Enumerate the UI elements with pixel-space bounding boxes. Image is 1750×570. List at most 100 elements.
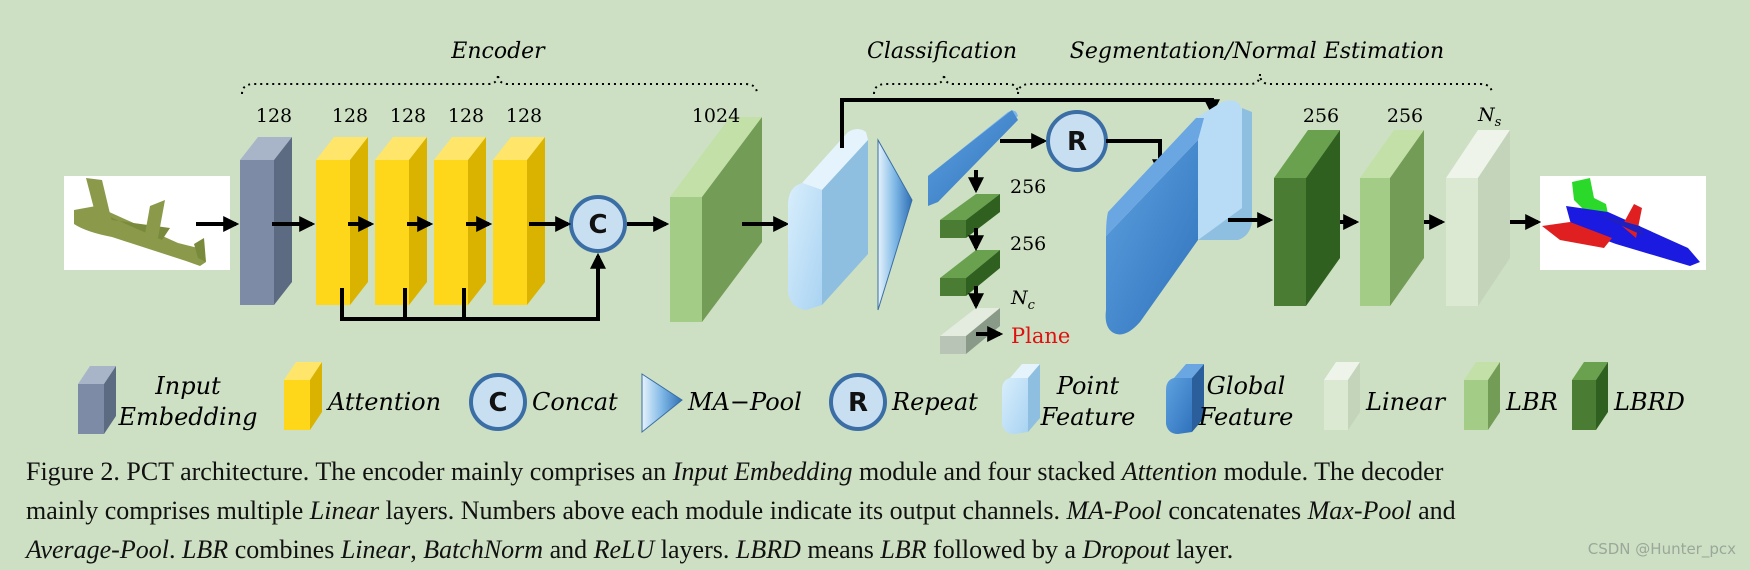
input-embedding-block <box>240 137 292 305</box>
segmentation-output-channels: Ns <box>1477 104 1502 130</box>
legend-lbrd-swatch <box>1572 362 1608 430</box>
caption-text: layers. <box>654 535 736 564</box>
caption-line-3: Average-Pool. LBR combines Linear, Batch… <box>26 530 1746 569</box>
classification-lbrd-block-2 <box>940 250 1000 296</box>
segmentation-brace <box>1017 73 1493 95</box>
legend-concat-symbol: C <box>488 388 507 418</box>
legend-attention-swatch <box>284 362 322 430</box>
concat-node: C <box>569 195 627 253</box>
caption-term: Linear <box>340 535 411 564</box>
legend-global-feature-label-2: Feature <box>1198 403 1294 431</box>
encoder-title: Encoder <box>450 39 546 64</box>
caption-term: Average-Pool <box>26 535 169 564</box>
classification-lbrd-1-channels: 256 <box>1010 176 1046 198</box>
classification-linear-block <box>940 308 1000 354</box>
repeat-symbol: R <box>1067 127 1087 157</box>
skip-arrow-to-segmentation <box>840 98 1220 148</box>
caption-text: . <box>168 535 182 564</box>
legend-ma-pool-label: MA−Pool <box>687 388 802 416</box>
caption-text: layers. Numbers above each module indica… <box>379 496 1067 525</box>
legend-lbr-label: LBR <box>1505 388 1558 416</box>
encoder-brace <box>241 73 758 95</box>
legend-linear-swatch <box>1324 362 1360 430</box>
caption-text: and <box>1411 496 1456 525</box>
legend-ma-pool-swatch <box>641 373 683 434</box>
encoder-lbr-channels: 1024 <box>692 105 740 127</box>
caption-text: followed by a <box>926 535 1083 564</box>
segmentation-linear-block <box>1446 130 1510 306</box>
output-segmented-airplane-image <box>1540 176 1706 270</box>
legend-concat-label: Concat <box>532 388 618 416</box>
legend-input-embedding-label-1: Input <box>154 372 221 400</box>
global-feature-block <box>928 110 1018 206</box>
segmentation-feature-block <box>1105 100 1252 335</box>
legend-global-feature-swatch <box>1166 364 1204 434</box>
caption-term: Input Embedding <box>672 457 853 486</box>
legend-repeat-label: Repeat <box>891 388 978 416</box>
caption-text: and <box>543 535 594 564</box>
legend-lbr-swatch <box>1464 362 1500 430</box>
caption-text: mainly comprises multiple <box>26 496 310 525</box>
attention-3-channels: 128 <box>448 105 484 127</box>
classification-title: Classification <box>867 39 1017 64</box>
attention-2-channels: 128 <box>390 105 426 127</box>
caption-text: module and four stacked <box>852 457 1122 486</box>
caption-text: means <box>800 535 881 564</box>
legend-attention-label: Attention <box>326 388 441 416</box>
classification-arrows <box>968 170 1004 342</box>
legend-concat-swatch: C <box>469 373 527 431</box>
legend-global-feature-label-1: Global <box>1207 372 1286 400</box>
caption-term: LBRD <box>735 535 801 564</box>
caption-term: LBR <box>181 535 229 564</box>
legend-lbrd-label: LBRD <box>1613 388 1685 416</box>
attention-block-2 <box>375 137 427 305</box>
caption-text: , <box>410 535 424 564</box>
plane-label: Plane <box>1011 324 1070 348</box>
legend-input-embedding-swatch <box>78 366 116 434</box>
legend-linear-label: Linear <box>1365 388 1447 416</box>
segmentation-lbr-channels: 256 <box>1387 105 1423 127</box>
concat-symbol: C <box>588 210 607 240</box>
classification-brace <box>873 73 1019 95</box>
attention-4-channels: 128 <box>506 105 542 127</box>
attention-1-channels: 128 <box>332 105 368 127</box>
attention-block-4 <box>493 137 545 305</box>
segmentation-lbrd-block <box>1274 130 1340 306</box>
caption-text: layer. <box>1169 535 1234 564</box>
attention-block-3 <box>434 137 486 305</box>
legend-repeat-symbol: R <box>848 388 868 418</box>
caption-term: Linear <box>309 496 380 525</box>
legend-repeat-swatch: R <box>829 373 887 431</box>
point-feature-block <box>788 129 868 310</box>
legend-point-feature-label-1: Point <box>1056 372 1120 400</box>
attention-block-1 <box>316 137 368 305</box>
caption-line-1: Figure 2. PCT architecture. The encoder … <box>26 452 1746 491</box>
caption-term: ReLU <box>593 535 655 564</box>
pct-architecture-diagram: Encoder Classification Segmentation/Norm… <box>64 39 1706 434</box>
classification-lbrd-2-channels: 256 <box>1010 233 1046 255</box>
caption-term: BatchNorm <box>423 535 544 564</box>
encoder-lbr-block <box>670 117 762 322</box>
classification-lbrd-block-1 <box>940 194 1000 238</box>
caption-line-2: mainly comprises multiple Linear layers.… <box>26 491 1746 530</box>
embed-channels: 128 <box>256 105 292 127</box>
encoder-arrows <box>196 216 790 321</box>
caption-text: combines <box>228 535 341 564</box>
classification-output-channels: Nc <box>1010 287 1036 313</box>
caption-term: Attention <box>1121 457 1218 486</box>
caption-text: concatenates <box>1161 496 1308 525</box>
watermark: CSDN @Hunter_pcx <box>1587 540 1736 558</box>
ma-pool-block <box>877 138 913 311</box>
figure-caption: Figure 2. PCT architecture. The encoder … <box>26 452 1746 569</box>
segmentation-title: Segmentation/Normal Estimation <box>1070 39 1444 64</box>
caption-text: module. The decoder <box>1217 457 1444 486</box>
caption-term: Max-Pool <box>1307 496 1412 525</box>
segmentation-lbrd-channels: 256 <box>1303 105 1339 127</box>
legend: Input Embedding Attention C Concat MA−Po… <box>78 362 1685 434</box>
caption-text: Figure 2. PCT architecture. The encoder … <box>26 457 673 486</box>
repeat-node: R <box>1000 110 1168 176</box>
legend-point-feature-label-2: Feature <box>1040 403 1136 431</box>
caption-term: Dropout <box>1082 535 1170 564</box>
legend-input-embedding-label-2: Embedding <box>117 403 257 431</box>
caption-term: MA-Pool <box>1066 496 1162 525</box>
